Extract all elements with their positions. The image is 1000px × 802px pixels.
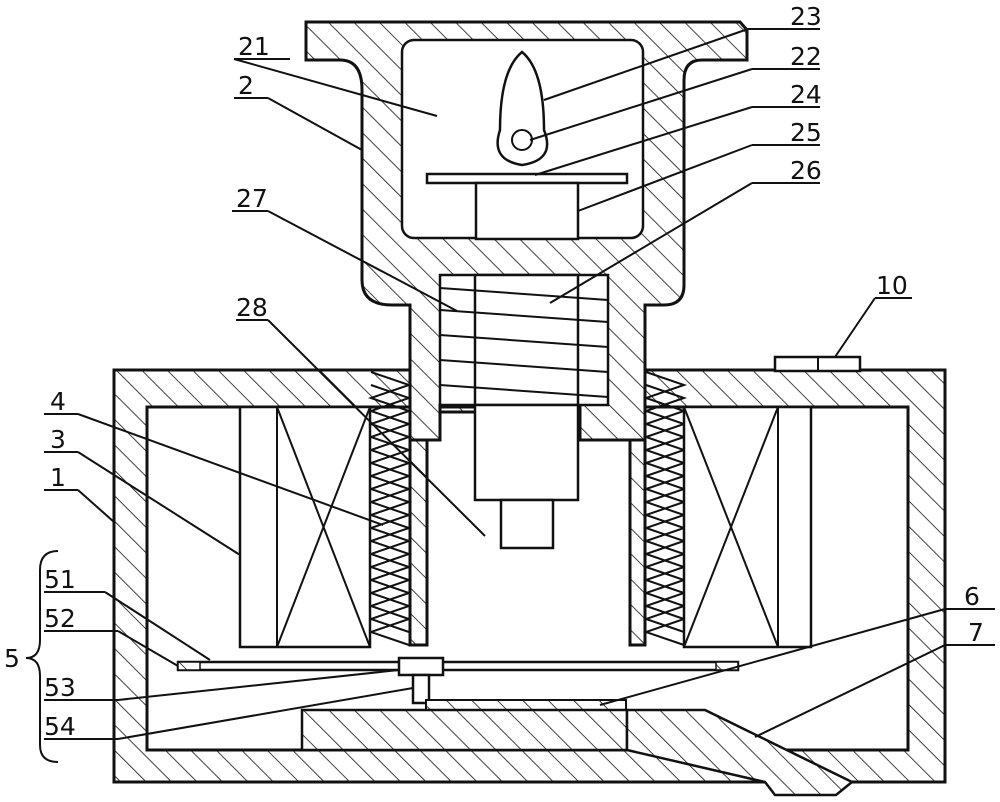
cam-lever bbox=[496, 50, 549, 167]
label-28: 28 bbox=[236, 293, 268, 322]
label-51: 51 bbox=[44, 565, 76, 594]
right-coil bbox=[682, 405, 813, 649]
leader-lines bbox=[25, 28, 995, 763]
label-3: 3 bbox=[50, 425, 66, 454]
block bbox=[474, 181, 580, 241]
label-5: 5 bbox=[4, 644, 20, 673]
label-22: 22 bbox=[790, 42, 822, 71]
plunger-tip bbox=[499, 498, 555, 550]
label-4: 4 bbox=[50, 387, 66, 416]
label-2: 2 bbox=[238, 71, 254, 100]
sensing-assembly bbox=[176, 656, 740, 705]
right-bellows bbox=[642, 371, 688, 646]
label-25: 25 bbox=[790, 118, 822, 147]
plate bbox=[425, 172, 629, 185]
base-block bbox=[300, 708, 629, 752]
label-6: 6 bbox=[964, 582, 980, 611]
label-23: 23 bbox=[790, 2, 822, 31]
label-24: 24 bbox=[790, 80, 822, 109]
outlet-tube bbox=[625, 708, 855, 797]
part-labels: 23 22 24 25 26 21 2 27 28 10 4 3 1 51 52… bbox=[4, 2, 984, 741]
label-26: 26 bbox=[790, 156, 822, 185]
label-54: 54 bbox=[44, 712, 76, 741]
pivot-icon bbox=[511, 129, 533, 151]
label-53: 53 bbox=[44, 673, 76, 702]
pad bbox=[425, 699, 627, 711]
label-1: 1 bbox=[50, 463, 66, 492]
left-coil bbox=[238, 405, 372, 649]
label-7: 7 bbox=[968, 618, 984, 647]
left-bellows bbox=[367, 371, 413, 646]
plunger-rod bbox=[473, 403, 580, 502]
label-21: 21 bbox=[238, 32, 270, 61]
label-52: 52 bbox=[44, 604, 76, 633]
label-10: 10 bbox=[876, 271, 908, 300]
label-27: 27 bbox=[236, 184, 268, 213]
